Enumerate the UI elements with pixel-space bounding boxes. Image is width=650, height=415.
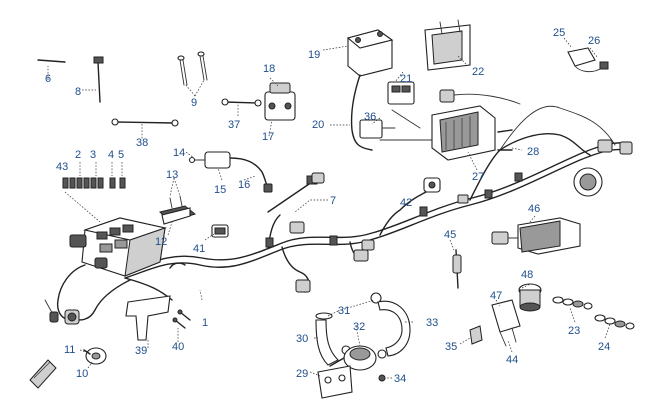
callout-33: 33 <box>426 317 438 329</box>
callout-5: 5 <box>118 149 124 161</box>
rectifier-leads <box>379 109 433 141</box>
callout-30: 30 <box>296 333 308 345</box>
horn-10 <box>85 347 107 365</box>
control-module-12 <box>159 195 197 225</box>
callout-4: 4 <box>108 149 114 161</box>
callout-28: 28 <box>527 146 539 158</box>
callout-20: 20 <box>312 119 324 131</box>
cable-tie-6 <box>37 59 66 63</box>
ignition-switch-48 <box>518 283 542 312</box>
callout-11: 11 <box>64 344 75 356</box>
callout-9: 9 <box>191 97 197 109</box>
callout-32: 32 <box>353 321 365 333</box>
reflector-left <box>29 359 57 389</box>
callout-21: 21 <box>400 73 412 85</box>
relay-pack-21 <box>387 81 415 105</box>
battery-19 <box>346 29 394 77</box>
leader-lines <box>47 37 611 379</box>
main-wiring-harness <box>56 105 633 321</box>
starter-relay <box>264 82 296 121</box>
clip-35 <box>469 325 483 345</box>
connector-upper-rectifier <box>439 89 521 105</box>
water-valve-32 <box>329 345 377 371</box>
callout-41: 41 <box>193 243 205 255</box>
washer-set-24 <box>594 314 635 330</box>
battery-holder-22 <box>424 19 471 71</box>
callout-35: 35 <box>445 341 457 353</box>
round-connector-right <box>573 167 603 197</box>
relay-36 <box>359 119 396 139</box>
callout-44: 44 <box>506 354 518 366</box>
hose-30 <box>315 319 339 366</box>
bolt-34 <box>378 374 386 382</box>
callout-2: 2 <box>75 149 81 161</box>
callout-34: 34 <box>394 373 406 385</box>
battery-cable-20 <box>350 74 373 151</box>
callout-labels: 1 2 3 4 5 6 7 8 9 10 11 12 13 14 15 16 1… <box>45 27 610 385</box>
bolt-11 <box>83 349 91 355</box>
fuse-set <box>62 177 126 223</box>
callout-25: 25 <box>553 27 565 39</box>
probe-45 <box>452 249 462 289</box>
rectifier-bolts-28 <box>497 129 513 151</box>
switch-bracket-47 <box>491 299 521 347</box>
callout-14: 14 <box>173 147 185 159</box>
callout-8: 8 <box>75 86 81 98</box>
callout-17: 17 <box>262 131 274 143</box>
callout-37: 37 <box>228 119 240 131</box>
callout-7: 7 <box>330 195 336 207</box>
cable-37 <box>221 98 262 107</box>
probe-lead-7 <box>267 172 325 213</box>
callout-12: 12 <box>155 236 167 248</box>
bolt-long-8 <box>93 56 104 103</box>
connector-25-26 <box>567 47 609 73</box>
callout-16: 16 <box>238 179 250 191</box>
bracket-39 <box>125 295 171 341</box>
auxiliary-battery-46 <box>491 217 581 255</box>
washer-set-23 <box>552 296 593 310</box>
bolts-40 <box>172 309 191 329</box>
callout-1: 1 <box>202 317 208 329</box>
sensor-assembly <box>188 151 273 193</box>
spring-clips-9 <box>177 51 208 86</box>
callout-24: 24 <box>598 341 610 353</box>
callout-3: 3 <box>90 149 96 161</box>
socket-42 <box>423 177 441 193</box>
callout-39: 39 <box>135 345 147 357</box>
hose-33 <box>377 300 411 357</box>
callout-23: 23 <box>568 325 580 337</box>
callout-42: 42 <box>400 197 412 209</box>
connector-41 <box>211 224 229 238</box>
callout-10: 10 <box>76 368 88 380</box>
callout-26: 26 <box>588 35 600 47</box>
callout-27: 27 <box>472 171 484 183</box>
bracket-29 <box>317 365 353 399</box>
callout-43: 43 <box>56 161 68 173</box>
callout-45: 45 <box>444 229 456 241</box>
regulator-rectifier-27 <box>431 105 496 161</box>
callout-18: 18 <box>263 63 275 75</box>
callout-29: 29 <box>296 368 308 380</box>
fuse-relay-box <box>69 217 168 277</box>
harness-end-connectors-left <box>44 299 80 325</box>
ground-strap-38 <box>111 118 179 127</box>
callout-13: 13 <box>166 169 178 181</box>
callout-19: 19 <box>308 49 320 61</box>
callout-38: 38 <box>136 137 148 149</box>
callout-46: 46 <box>528 203 540 215</box>
callout-48: 48 <box>521 269 533 281</box>
callout-47: 47 <box>490 290 502 302</box>
callout-6: 6 <box>45 73 51 85</box>
callout-31: 31 <box>338 305 350 317</box>
callout-40: 40 <box>172 341 184 353</box>
callout-15: 15 <box>214 184 226 196</box>
callout-36: 36 <box>364 111 376 123</box>
callout-22: 22 <box>472 66 484 78</box>
